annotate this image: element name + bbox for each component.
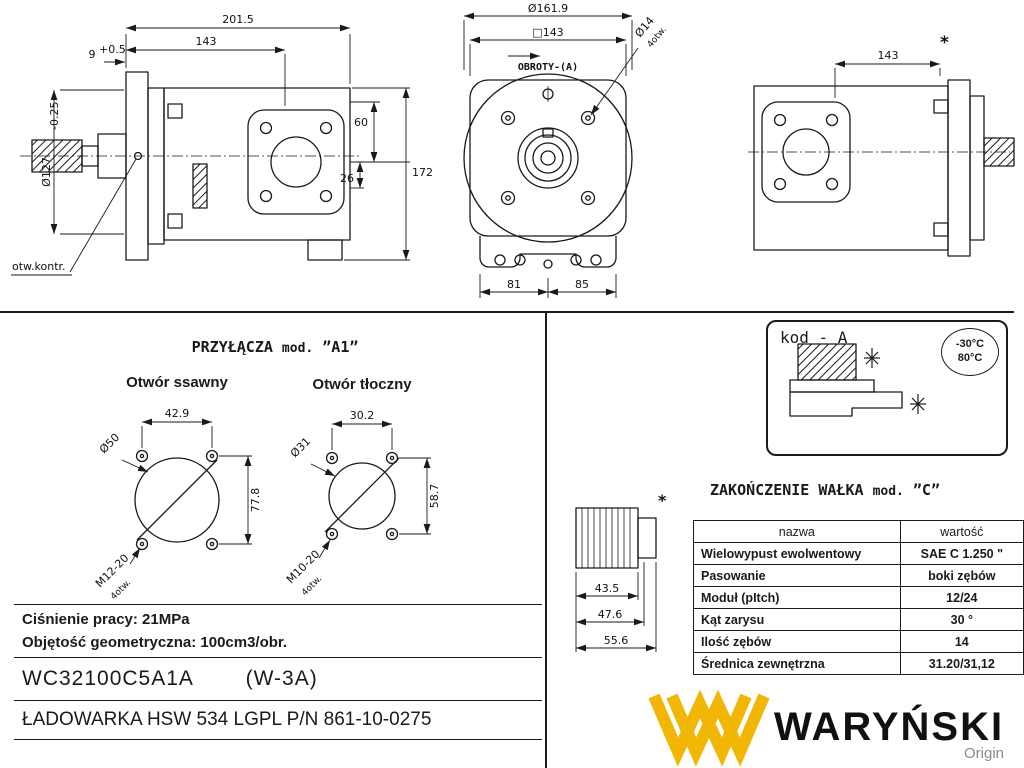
cell-value: 12/24 <box>899 586 1024 609</box>
table-row: Pasowanie boki zębów <box>693 564 1024 587</box>
divider <box>14 739 542 740</box>
horizontal-divider <box>0 311 1014 313</box>
divider <box>14 700 542 701</box>
dim-sq143: □143 <box>532 26 563 39</box>
table-row: Kąt zarysu 30 ° <box>693 608 1024 631</box>
dim-77-8: 77.8 <box>249 488 262 513</box>
brand-logo-w-icon <box>648 689 770 767</box>
dim-81: 81 <box>507 278 521 291</box>
walek-code: ”C” <box>912 481 940 499</box>
table-row: Średnica zewnętrzna 31.20/31,12 <box>693 652 1024 675</box>
temp-max: 80°C <box>957 352 983 364</box>
reference-mark: * <box>940 33 949 53</box>
temp-range-badge: -30°C 80°C <box>941 328 999 376</box>
przylacza-title-text: PRZYŁĄCZA <box>191 338 273 356</box>
spec-pressure: Ciśnienie pracy: 21MPa <box>22 611 190 628</box>
dim-d161-9: Ø161.9 <box>528 2 568 15</box>
dim-143: 143 <box>196 35 217 48</box>
variant-code: (W-3A) <box>245 667 318 690</box>
dim-d50: Ø50 <box>97 431 122 456</box>
suction-port-drawing: 42.9 77.8 Ø50 M12-20 4otw. <box>93 407 262 602</box>
cell-value: 14 <box>899 630 1024 653</box>
kod-a-box: kod - A -30°C 80°C <box>766 320 1008 456</box>
dim-42-9: 42.9 <box>165 407 190 420</box>
dim-172: 172 <box>412 166 433 179</box>
dim-d127-tol: -0.25 <box>48 102 61 130</box>
dim-60: 60 <box>354 116 368 129</box>
przylacza-title: PRZYŁĄCZA mod. ”A1” <box>150 338 400 356</box>
vertical-divider <box>545 311 547 768</box>
dim-47-6: 47.6 <box>598 608 623 621</box>
divider <box>14 604 542 605</box>
shaft-spec-table: nazwa wartość Wielowypust ewolwentowy SA… <box>693 520 1024 675</box>
dim-30-2: 30.2 <box>350 409 375 422</box>
brand-name: WARYŃSKI <box>774 704 1004 749</box>
suction-holes-label: 4otw. <box>109 578 133 602</box>
dim-201-5: 201.5 <box>222 13 254 26</box>
przylacza-mod: mod. <box>281 341 314 356</box>
dim-9: 9 <box>89 48 96 61</box>
cell-name: Pasowanie <box>693 564 901 587</box>
cell-name: Moduł (pItch) <box>693 586 901 609</box>
frost-mark-icon <box>910 394 926 414</box>
pressure-port-drawing: 30.2 58.7 Ø31 M10-20 4otw. <box>284 409 441 598</box>
cell-name: Średnica zewnętrzna <box>693 652 901 675</box>
table-row: Ilość zębów 14 <box>693 630 1024 653</box>
divider <box>14 657 542 658</box>
table-row: Moduł (pItch) 12/24 <box>693 586 1024 609</box>
cell-value: SAE C 1.250 " <box>899 542 1024 565</box>
walek-title-text: ZAKOŃCZENIE WAŁKA <box>710 481 864 499</box>
tloczny-title: Otwór tłoczny <box>312 376 412 393</box>
table-header-row: nazwa wartość <box>693 520 1024 543</box>
cell-value: 31.20/31,12 <box>899 652 1024 675</box>
pressure-holes-label: 4otw. <box>300 574 324 598</box>
shaft-reference-mark: * <box>658 491 667 510</box>
brand-subtitle: Origin <box>964 745 1004 762</box>
pump-side-right-drawing <box>748 79 1015 257</box>
view-side-left: 201.5 143 9 +0.5 Ø127 -0.25 60 26 172 ot… <box>11 13 433 276</box>
ssawny-title: Otwór ssawny <box>126 374 228 391</box>
shaft-end-drawing: * 43.5 47.6 55.6 <box>575 491 667 652</box>
dim-26: 26 <box>340 172 354 185</box>
cell-name: Ilość zębów <box>693 630 901 653</box>
cell-value: boki zębów <box>899 564 1024 587</box>
part-number: WC32100C5A1A <box>22 667 193 690</box>
dim-143-right: 143 <box>878 49 899 62</box>
pump-front-drawing <box>463 73 633 269</box>
pump-side-left-drawing <box>20 71 360 261</box>
rotation-label: OBROTY-(A) <box>518 62 578 73</box>
kod-a-label: kod - A <box>780 328 848 347</box>
otw-kontr-label: otw.kontr. <box>12 260 66 273</box>
dim-d31: Ø31 <box>288 435 313 460</box>
dim-d127: Ø127 <box>40 157 53 187</box>
dim-85: 85 <box>575 278 589 291</box>
temp-min: -30°C <box>955 338 985 351</box>
walek-title: ZAKOŃCZENIE WAŁKA mod. ”C” <box>660 481 990 499</box>
cell-value: 30 ° <box>899 608 1024 631</box>
side-right-dimensions: 143 * <box>834 33 949 98</box>
col-header-nazwa: nazwa <box>693 520 901 543</box>
dim-9-tol: +0.5 <box>99 43 126 56</box>
dim-58-7: 58.7 <box>428 484 441 509</box>
application-line: ŁADOWARKA HSW 534 LGPL P/N 861-10-0275 <box>22 709 432 730</box>
walek-mod: mod. <box>872 484 904 499</box>
table-row: Wielowypust ewolwentowy SAE C 1.250 " <box>693 542 1024 565</box>
seal-section-drawing <box>789 343 926 417</box>
side-left-dimensions: 201.5 143 9 +0.5 Ø127 -0.25 60 26 172 ot… <box>11 13 433 276</box>
brand-logo: WARYŃSKI Origin <box>648 686 1018 767</box>
view-side-right: 143 * <box>748 33 1015 257</box>
cell-name: Wielowypust ewolwentowy <box>693 542 901 565</box>
dim-43-5: 43.5 <box>595 582 620 595</box>
frost-mark-icon <box>864 348 880 368</box>
cell-name: Kąt zarysu <box>693 608 901 631</box>
part-number-line: WC32100C5A1A (W-3A) <box>22 667 534 691</box>
specs-block: Ciśnienie pracy: 21MPa Objętość geometry… <box>14 604 542 740</box>
dim-55-6: 55.6 <box>604 634 629 647</box>
spec-displacement: Objętość geometryczna: 100cm3/obr. <box>22 634 288 651</box>
view-front: Ø161.9 □143 OBROTY-(A) Ø14 4otw. 81 85 <box>463 2 669 298</box>
col-header-wartosc: wartość <box>899 520 1024 543</box>
przylacza-code: ”A1” <box>322 338 359 356</box>
